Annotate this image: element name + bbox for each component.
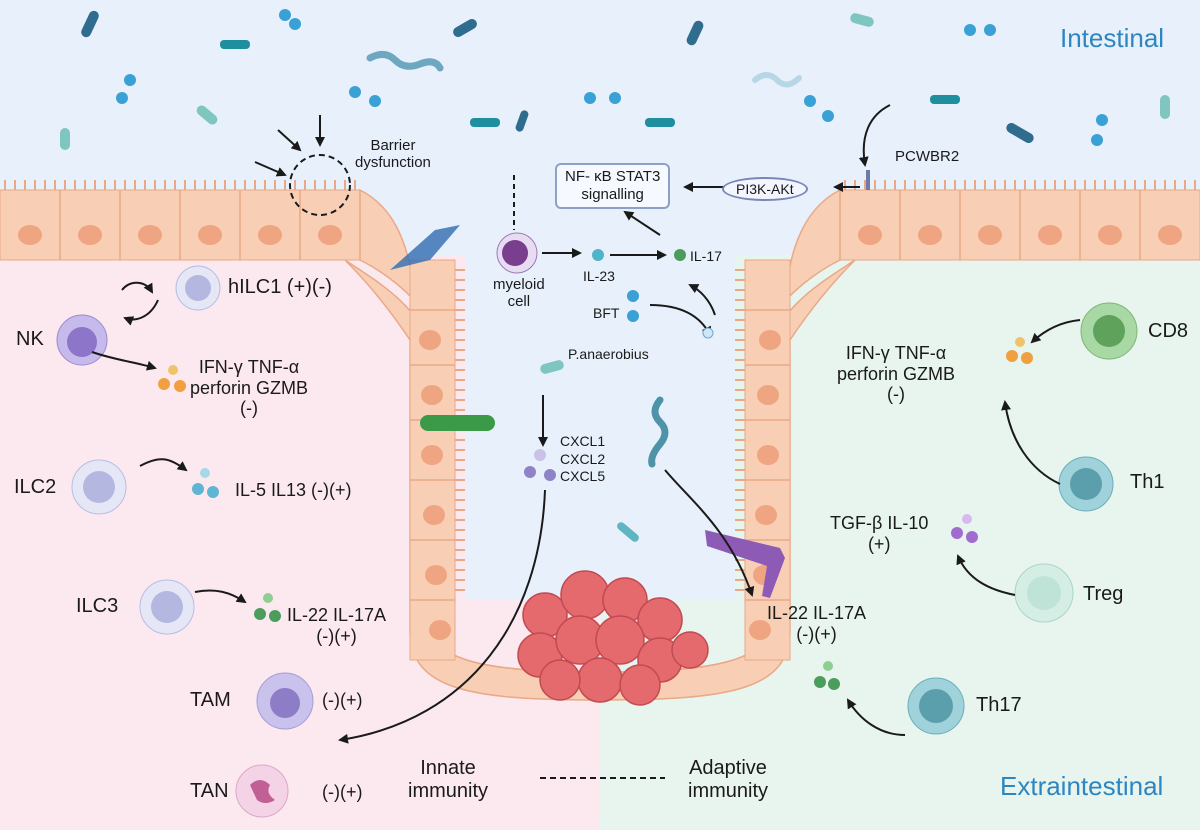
ilc2-cytokines: IL-5 IL13 (-)(+)	[235, 480, 352, 500]
ilc3-label: ILC3	[76, 595, 119, 617]
fibroblast-cell	[390, 225, 460, 270]
bft-receptor	[702, 327, 714, 339]
pi3k-akt-node: PI3K-AKt	[722, 177, 808, 201]
barrier-dysfunction-circle	[289, 154, 351, 216]
microbiota	[60, 9, 1170, 542]
intestinal-heading: Intestinal	[1060, 23, 1165, 53]
il17-dot	[674, 249, 686, 261]
ilc3-cytokines-line-1: IL-22 IL-17A	[287, 605, 387, 625]
th17-cytokines-line-1: IL-22 IL-17A	[767, 603, 867, 623]
th1-label: Th1	[1130, 471, 1165, 493]
innate-legend-line-2: immunity	[408, 780, 489, 802]
il17-label: IL-17	[690, 248, 722, 264]
innate-legend-line-1: Innate	[420, 757, 476, 779]
hilc1-label: hILC1 (+)(-)	[228, 276, 332, 298]
innate-arrows	[91, 281, 247, 604]
il23-dot	[592, 249, 604, 261]
cd8-cytokines: IFN-γ TNF-α perforin GZMB (-)	[837, 343, 955, 405]
cxcl5-label: CXCL5	[560, 468, 606, 484]
bft-dot-2	[627, 310, 639, 322]
adaptive-cytokine-dots	[814, 337, 1033, 690]
myeloid-nucleus	[502, 240, 528, 266]
treg-cytokines-line-1: TGF-β IL-10	[830, 513, 929, 533]
goblet-cell	[420, 415, 495, 431]
tan-effect: (-)(+)	[322, 782, 363, 802]
treg-cytokines-line-2: (+)	[867, 533, 891, 554]
treg-label: Treg	[1083, 583, 1124, 605]
nk-cytokines: IFN-γ TNF-α perforin GZMB (-)	[190, 357, 308, 419]
adaptive-legend-line-1: Adaptive	[689, 757, 767, 779]
barrier-dysfunction-label: Barrier dysfunction	[355, 137, 431, 172]
ilc3-cytokines-line-2: (-)(+)	[316, 625, 357, 646]
extraintestinal-heading: Extraintestinal	[1000, 771, 1164, 801]
adaptive-cells	[907, 302, 1138, 735]
cxcl-dot-2	[524, 466, 536, 478]
myeloid-cell-label: myeloid cell	[493, 276, 545, 311]
cd8-cytokines-line-2: perforin GZMB	[837, 363, 956, 384]
cxcl1-label: CXCL1	[560, 433, 606, 449]
cd8-label: CD8	[1148, 320, 1189, 342]
tumor-mass	[517, 570, 709, 706]
ilc3-cytokines: IL-22 IL-17A (-)(+)	[287, 605, 386, 646]
barrier-arrows	[254, 115, 325, 177]
innate-immunity-legend: Innate immunity	[408, 757, 488, 803]
adaptive-legend-line-2: immunity	[688, 780, 769, 802]
nfkb-stat3-node: NF- κB STAT3 signalling	[555, 163, 671, 209]
bft-dot-1	[627, 290, 639, 302]
lumen-arrows	[338, 104, 891, 744]
adaptive-arrows	[846, 319, 1081, 736]
tan-label: TAN	[190, 780, 229, 802]
il23-label: IL-23	[583, 268, 615, 284]
cd8-cytokines-line-3: (-)	[887, 384, 905, 405]
ilc2-label: ILC2	[14, 476, 57, 498]
barrier-line-1: Barrier	[370, 137, 416, 154]
signalling-line-2: signalling	[581, 186, 644, 203]
tumor-associated-fibroblast	[705, 530, 785, 598]
th17-cytokines: IL-22 IL-17A (-)(+)	[767, 603, 866, 644]
bft-label: BFT	[593, 305, 620, 321]
myeloid-line-1: myeloid	[493, 276, 545, 293]
cxcl-dot-1	[534, 449, 546, 461]
treg-cytokines: TGF-β IL-10 (+)	[830, 513, 928, 554]
tam-effect: (-)(+)	[322, 690, 363, 710]
crypt	[344, 188, 856, 701]
cxcl-labels: CXCL1 CXCL2 CXCL5	[560, 433, 605, 486]
nk-label: NK	[16, 328, 44, 350]
cxcl2-label: CXCL2	[560, 450, 606, 467]
th17-cytokines-line-2: (-)(+)	[796, 623, 837, 644]
cd8-cytokines-line-1: IFN-γ TNF-α	[845, 343, 947, 363]
adaptive-immunity-legend: Adaptive immunity	[688, 757, 768, 803]
th17-label: Th17	[976, 694, 1022, 716]
p-anaerobius-label: P.anaerobius	[568, 346, 649, 362]
cxcl-dot-3	[544, 469, 556, 481]
pcwbr2-receptor	[866, 170, 870, 190]
epithelium-surface	[0, 180, 1200, 261]
nk-cytokines-line-2: perforin GZMB	[190, 377, 309, 398]
innate-cells	[56, 265, 314, 818]
myeloid-line-2: cell	[507, 293, 531, 311]
nk-cytokines-line-1: IFN-γ TNF-α	[198, 357, 300, 377]
pcwbr2-label: PCWBR2	[895, 148, 960, 165]
signalling-line-1: NF- κB STAT3	[565, 168, 661, 185]
barrier-line-2: dysfunction	[355, 154, 431, 172]
innate-cytokine-dots	[158, 365, 281, 622]
tam-label: TAM	[190, 689, 231, 711]
nk-cytokines-line-3: (-)	[240, 398, 258, 419]
